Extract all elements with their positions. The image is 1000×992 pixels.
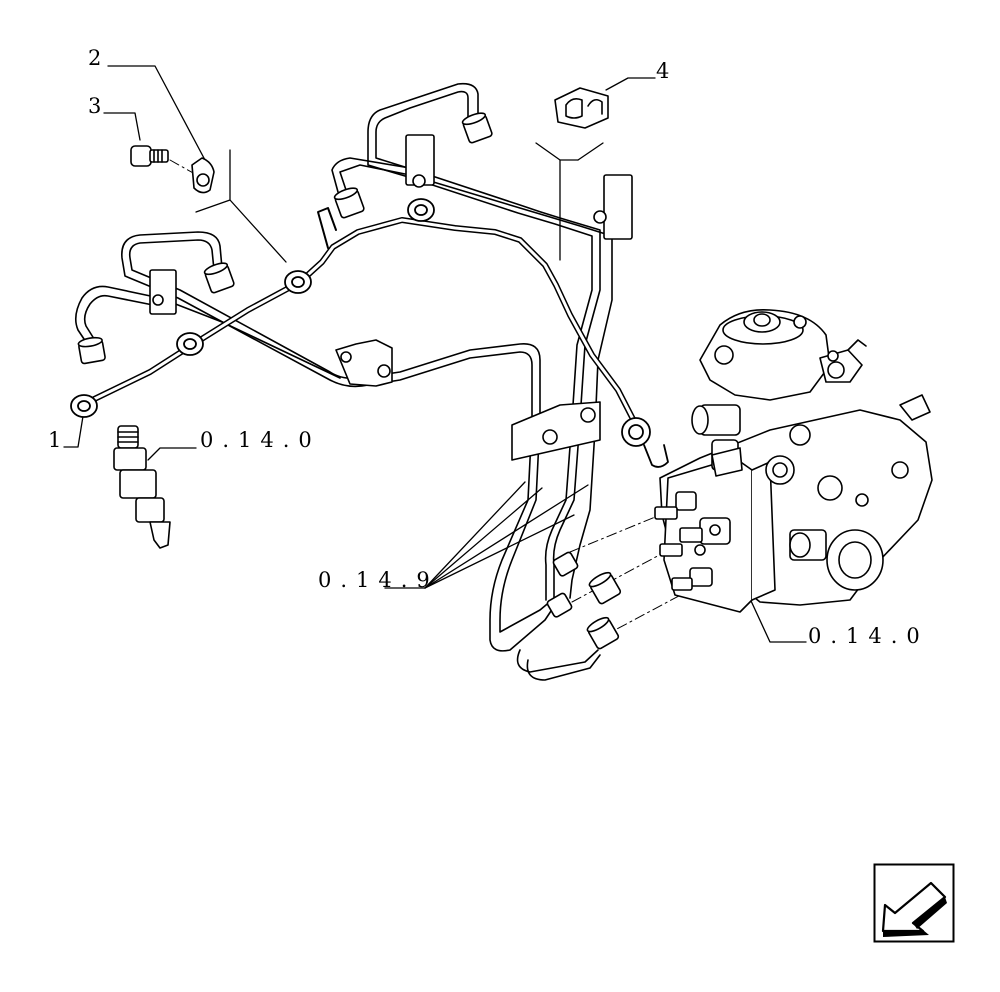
pipe-clamps	[149, 134, 633, 461]
previous-page-button[interactable]	[873, 863, 955, 943]
callout-ref-injector: 0.14.0	[200, 428, 321, 452]
pipe-clip	[554, 87, 609, 129]
injection-pump	[654, 308, 933, 613]
callout-ref-pump: 0.14.0	[808, 624, 929, 648]
callout-ref-pipes: 0.14.9	[318, 568, 439, 592]
fuel-injector	[113, 425, 171, 549]
leak-off-hose	[70, 198, 669, 468]
arrow-down-left-icon	[873, 863, 955, 943]
callout-item-3: 3	[88, 94, 102, 118]
callout-item-2: 2	[88, 46, 102, 70]
assembly-centerlines	[169, 159, 691, 639]
leader-lines	[63, 65, 807, 643]
banjo-washer	[191, 157, 215, 194]
callout-item-1: 1	[48, 428, 62, 452]
pipe-nuts	[77, 112, 622, 650]
banjo-bolt	[130, 145, 169, 167]
callout-item-4: 4	[656, 59, 670, 83]
